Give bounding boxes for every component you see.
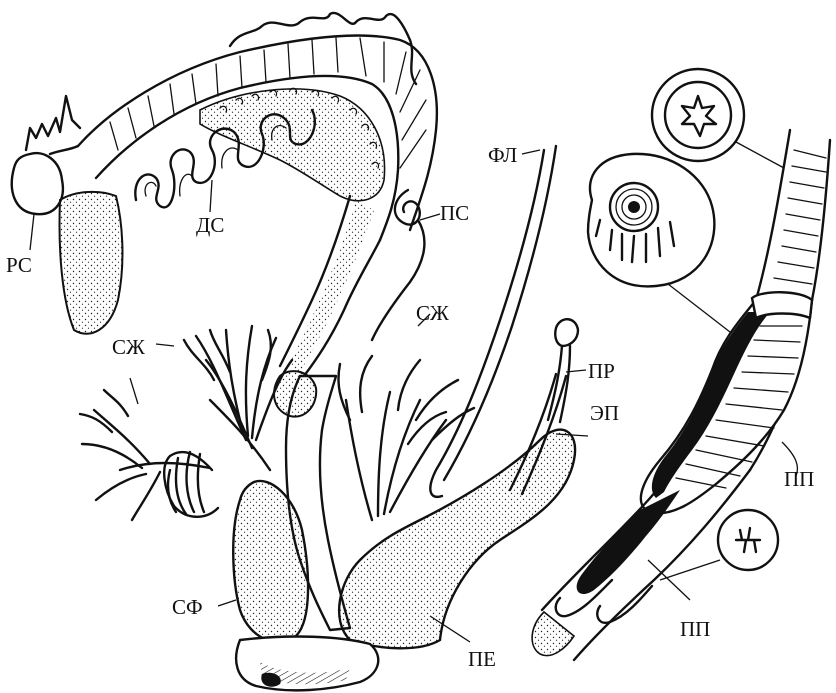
leader-triangular [668,284,730,332]
left-brush-gland [164,452,218,517]
label-pc: РС [6,253,32,277]
section-circle-top [652,69,744,161]
lower-folds-outline [556,580,652,623]
pc-coil [395,190,420,225]
label-fl: ФЛ [488,143,517,167]
lower-stipple [532,612,574,656]
reproductive-system-drawing [12,13,578,690]
label-szh-left: СЖ [112,335,145,359]
label-sf: СФ [172,595,203,619]
label-dc: ДС [196,213,224,237]
section-triangular [588,154,714,286]
leader-top-circle [736,142,784,168]
label-ep: ЭП [590,401,619,425]
albumen-gland-mass [200,89,385,201]
label-pp-upper: ПП [784,467,814,491]
inner-block [752,292,812,318]
descending-duct-stipple [288,200,374,372]
penis-body [339,430,575,649]
leader-bottom-circle [660,560,720,580]
label-pr: ПР [588,359,615,383]
penial-retractor [555,319,578,346]
flagellum-inner [444,146,556,480]
section-circle-bottom [718,510,778,570]
label-pe: ПЕ [468,647,496,671]
label-pc2: ПС [440,201,469,225]
label-szh-right: СЖ [416,301,449,325]
cross-sections-drawing [532,69,830,660]
stippled-gland-tube [60,192,123,334]
label-pp-lower: ПП [680,617,710,641]
